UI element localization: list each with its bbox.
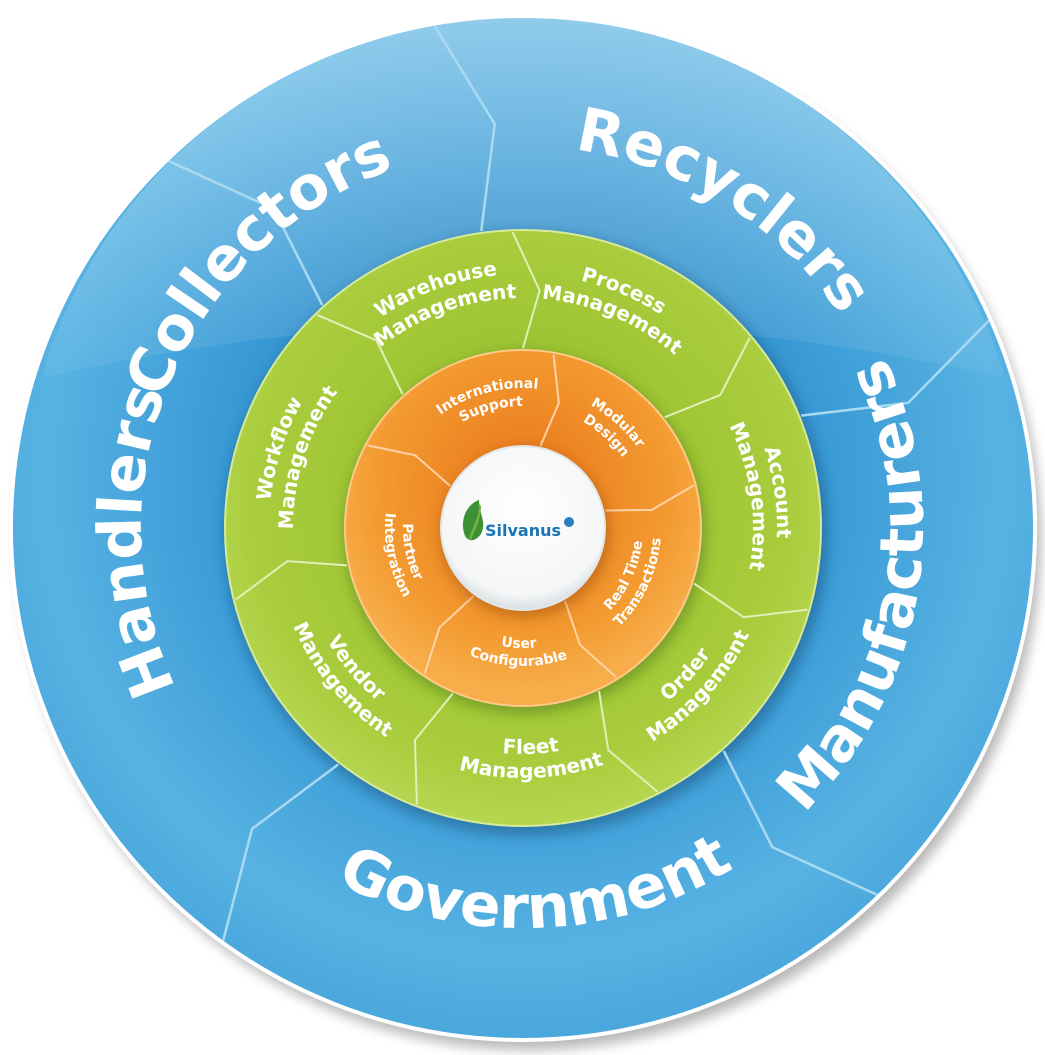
dividers-group <box>168 25 990 941</box>
outer-segment-divider <box>801 319 990 417</box>
inner-segment-divider <box>423 595 475 675</box>
middle-segment-divider <box>511 231 541 349</box>
logo-badge-icon <box>564 517 574 527</box>
inner-segment-divider <box>605 484 695 512</box>
middle-segment-divider <box>235 560 348 601</box>
outer-segment-divider <box>433 25 497 232</box>
center-hub: Silvanus <box>440 445 610 618</box>
silvanus-logo: Silvanus <box>462 500 574 541</box>
middle-segment-divider <box>316 314 404 395</box>
middle-segment-divider <box>664 337 751 419</box>
middle-label-fleet-line1: Fleet <box>502 732 561 759</box>
outer-segment-divider <box>168 159 324 306</box>
inner-segment-divider <box>564 600 617 679</box>
inner-segment-divider <box>367 444 451 487</box>
middle-segment-divider <box>598 690 659 793</box>
outer-segment-divider <box>722 750 878 897</box>
outer-ring-gloss <box>41 16 1005 378</box>
middle-segment-divider <box>693 582 808 619</box>
outer-segment-divider <box>222 763 340 941</box>
inner-segment-divider <box>539 354 560 447</box>
logo-text: Silvanus <box>485 521 561 540</box>
leaf-icon <box>462 500 484 541</box>
middle-segment-divider <box>413 693 454 805</box>
inner-label-user-line1: User <box>500 634 537 652</box>
center-hub-disc <box>440 445 606 611</box>
leaf-icon-accent <box>469 504 481 540</box>
